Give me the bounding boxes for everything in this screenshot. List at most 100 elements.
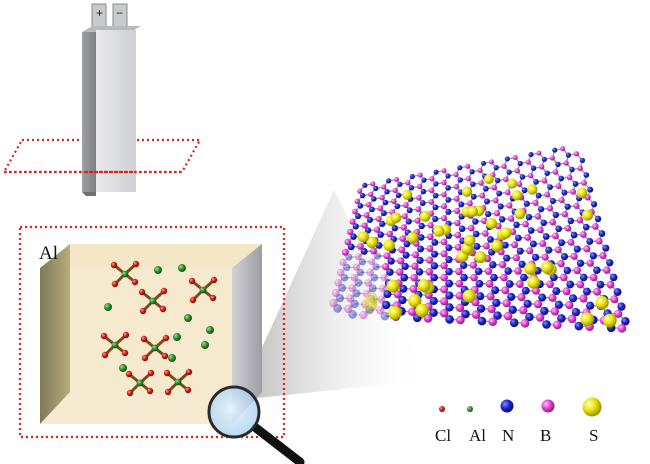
b-atom bbox=[617, 324, 627, 333]
n-atom bbox=[373, 252, 382, 260]
b-atom bbox=[506, 202, 513, 209]
n-atom bbox=[445, 303, 454, 312]
n-atom bbox=[563, 266, 572, 275]
b-atom bbox=[405, 180, 411, 186]
b-atom bbox=[416, 183, 423, 190]
n-atom bbox=[527, 227, 535, 234]
b-atom bbox=[363, 212, 370, 219]
b-atom bbox=[498, 260, 507, 269]
b-atom bbox=[397, 257, 405, 265]
s-atom bbox=[390, 212, 402, 224]
n-atom bbox=[497, 203, 504, 210]
b-atom bbox=[428, 199, 435, 205]
n-atom bbox=[403, 240, 411, 248]
n-atom bbox=[445, 267, 453, 276]
s-atom bbox=[527, 184, 538, 195]
s-atom bbox=[483, 174, 494, 185]
b-atom bbox=[352, 263, 361, 271]
n-atom bbox=[386, 178, 392, 184]
b-atom bbox=[377, 295, 386, 304]
s-atom bbox=[408, 294, 422, 308]
b-atom bbox=[378, 284, 387, 293]
b-atom bbox=[488, 159, 495, 165]
n-atom bbox=[567, 217, 575, 225]
s-atom bbox=[595, 295, 609, 310]
n-atom bbox=[525, 312, 534, 322]
n-atom bbox=[521, 286, 530, 295]
b-atom bbox=[563, 160, 569, 166]
b-atom bbox=[453, 183, 460, 190]
n-atom bbox=[415, 268, 424, 276]
n-atom bbox=[594, 215, 602, 223]
b-atom bbox=[440, 297, 449, 306]
cl-atom bbox=[185, 368, 193, 376]
n-atom bbox=[554, 300, 564, 309]
b-atom bbox=[579, 294, 588, 303]
n-atom bbox=[356, 268, 365, 277]
b-atom bbox=[470, 273, 478, 282]
b-atom bbox=[539, 240, 547, 248]
b-atom bbox=[503, 176, 509, 183]
battery-terminal-plus-label: + bbox=[96, 6, 103, 20]
s-atom bbox=[357, 231, 370, 243]
n-atom bbox=[360, 247, 368, 255]
n-atom bbox=[549, 197, 557, 205]
battery-terminal-minus-label: − bbox=[116, 6, 123, 20]
n-atom bbox=[485, 210, 492, 218]
b-atom bbox=[441, 203, 448, 210]
legend-label-b: B bbox=[540, 426, 552, 445]
n-atom bbox=[461, 309, 470, 319]
s-atom bbox=[541, 261, 554, 274]
b-atom bbox=[501, 163, 507, 169]
legend-b-atom bbox=[541, 399, 555, 413]
n-atom bbox=[445, 279, 454, 288]
n-atom bbox=[518, 260, 526, 269]
left-electrode bbox=[40, 244, 70, 424]
n-atom bbox=[402, 251, 410, 259]
n-atom bbox=[542, 233, 550, 240]
n-atom bbox=[506, 169, 512, 175]
b-atom bbox=[599, 251, 607, 260]
b-atom bbox=[516, 181, 523, 188]
b-atom bbox=[411, 262, 419, 270]
n-atom bbox=[582, 223, 590, 231]
b-atom bbox=[350, 273, 359, 282]
b-atom bbox=[390, 198, 397, 205]
b-atom bbox=[368, 258, 376, 266]
n-atom bbox=[498, 216, 506, 223]
b-atom bbox=[559, 273, 568, 282]
n-atom bbox=[421, 177, 427, 183]
al-ion bbox=[119, 364, 127, 372]
s-atom bbox=[383, 239, 395, 252]
cl-atom bbox=[189, 296, 197, 304]
b-atom bbox=[440, 250, 448, 258]
n-atom bbox=[387, 257, 395, 265]
s-atom bbox=[474, 251, 487, 264]
n-atom bbox=[352, 289, 361, 298]
b-atom bbox=[570, 252, 578, 260]
b-atom bbox=[539, 164, 545, 170]
n-atom bbox=[504, 156, 510, 162]
n-atom bbox=[345, 253, 353, 261]
n-atom bbox=[371, 196, 377, 202]
b-atom bbox=[560, 146, 566, 152]
n-atom bbox=[487, 236, 494, 243]
b-atom bbox=[512, 254, 520, 262]
n-atom bbox=[417, 245, 425, 253]
b-atom bbox=[613, 309, 623, 318]
battery-icon bbox=[2, 3, 202, 196]
b-atom bbox=[558, 197, 565, 204]
n-atom bbox=[400, 273, 409, 282]
n-atom bbox=[457, 165, 463, 171]
b-atom bbox=[478, 180, 484, 186]
b-atom bbox=[554, 246, 562, 254]
battery-face bbox=[96, 30, 136, 192]
b-atom bbox=[386, 230, 394, 238]
s-atom bbox=[491, 240, 503, 252]
cl-atom bbox=[162, 334, 170, 342]
n-atom bbox=[408, 185, 415, 191]
b-atom bbox=[573, 266, 581, 275]
b-atom bbox=[477, 167, 483, 174]
b-atom bbox=[370, 247, 378, 255]
n-atom bbox=[558, 175, 565, 182]
